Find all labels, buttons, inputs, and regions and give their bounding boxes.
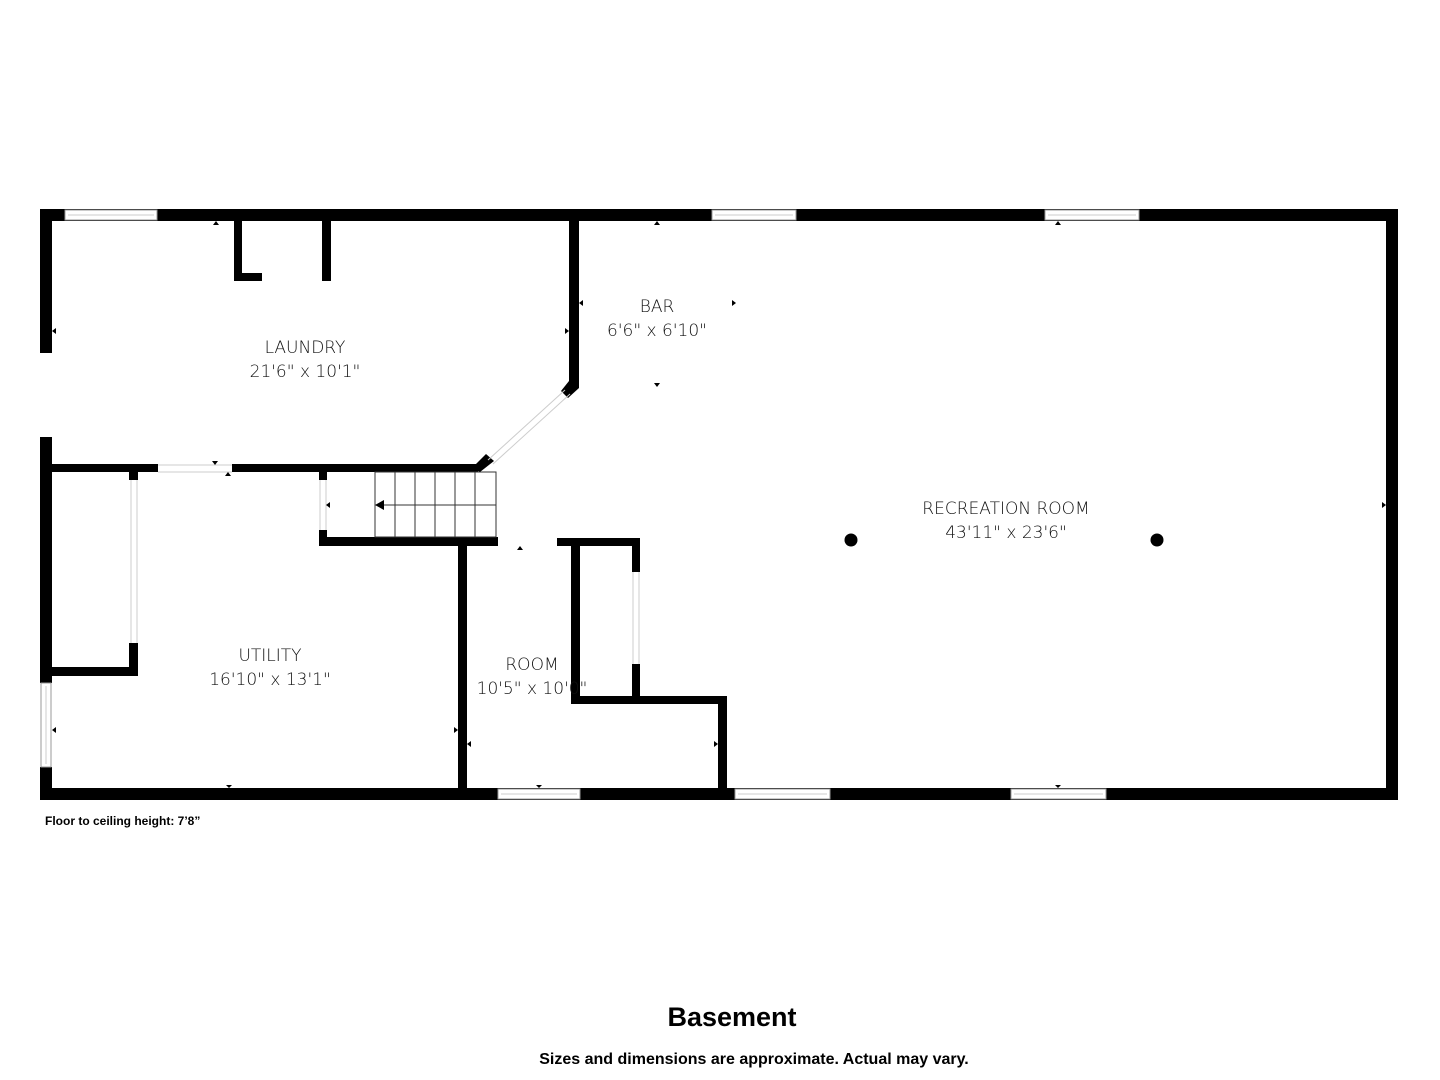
room-label-utility: UTILITY 16'10" x 13'1": [209, 644, 331, 692]
dimension-markers: [52, 221, 1386, 788]
room-name: RECREATION ROOM: [922, 499, 1090, 519]
room-name: UTILITY: [238, 646, 302, 666]
room-name: BAR: [639, 297, 675, 317]
stair-direction-arrow-icon: [375, 500, 384, 510]
room-name: LAUNDRY: [264, 338, 346, 358]
walls: [40, 209, 1398, 800]
window-lines: [45, 214, 1136, 795]
room-size: 43'11" x 23'6": [945, 523, 1067, 543]
room-size: 6'6" x 6'10": [607, 321, 707, 341]
disclaimer: Sizes and dimensions are approximate. Ac…: [539, 1051, 969, 1068]
room-size: 10'5" x 10'0": [476, 679, 588, 699]
room-size: 16'10" x 13'1": [209, 670, 331, 690]
ceiling-height-note: Floor to ceiling height: 7’8”: [45, 814, 201, 828]
column-icon: [844, 533, 858, 547]
room-label-laundry: LAUNDRY 21'6" x 10'1": [250, 336, 361, 384]
room-label-recreation: RECREATION ROOM 43'11" x 23'6": [922, 497, 1089, 545]
room-name: ROOM: [505, 655, 559, 675]
room-label-bar: BAR 6'6" x 6'10": [607, 295, 707, 343]
column-icon: [1150, 533, 1164, 547]
floor-title: Basement: [667, 1002, 797, 1032]
room-size: 21'6" x 10'1": [249, 362, 361, 382]
staircase: [374, 471, 497, 538]
room-label-room: ROOM 10'5" x 10'0": [477, 653, 588, 701]
